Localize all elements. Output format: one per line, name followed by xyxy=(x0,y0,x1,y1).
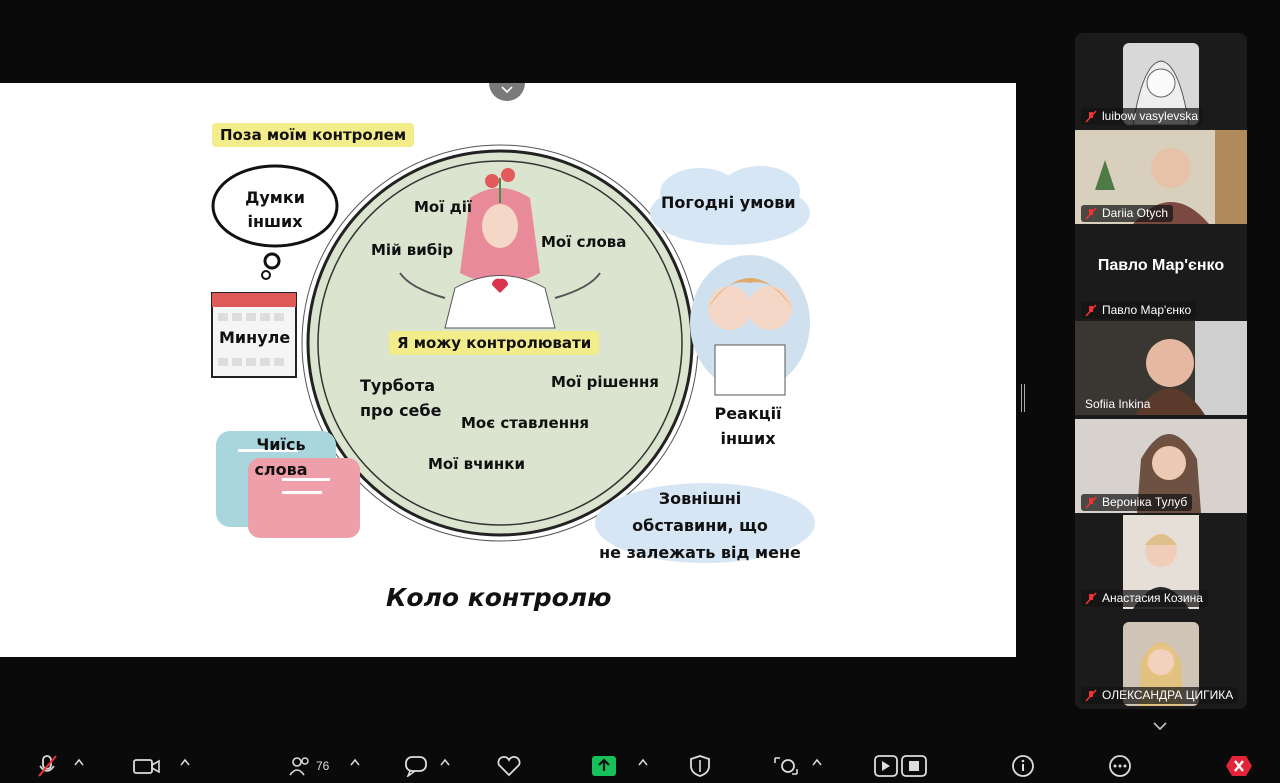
participant-tile[interactable]: Вероніка Тулуб xyxy=(1075,419,1247,513)
mic-muted-icon xyxy=(1085,206,1097,220)
camera-icon xyxy=(133,759,160,774)
mic-muted-icon xyxy=(1085,109,1097,123)
chat-icon xyxy=(405,756,427,777)
participant-video xyxy=(1075,321,1247,415)
my-deeds-text: Мої вчинки xyxy=(428,455,525,473)
participant-name: luibow vasylevska xyxy=(1081,108,1204,125)
chevron-up-icon[interactable] xyxy=(350,758,360,766)
chevron-down-icon xyxy=(501,86,513,94)
participants-icon xyxy=(289,757,309,776)
share-screen-icon xyxy=(592,756,616,776)
security-icon xyxy=(690,755,710,777)
past-text: Минуле xyxy=(219,328,291,347)
weather-text: Погодні умови xyxy=(661,193,796,212)
mic-muted-icon xyxy=(1085,688,1097,702)
participant-tile[interactable]: Анастасия Козина xyxy=(1075,515,1247,609)
participant-tile[interactable]: Dariia Otych xyxy=(1075,130,1247,224)
leave-icon xyxy=(1226,756,1252,776)
mic-muted-icon xyxy=(38,755,57,777)
chevron-up-icon[interactable] xyxy=(74,758,84,766)
participant-tile-active-speaker[interactable]: Sofiia Inkina xyxy=(1075,321,1247,415)
my-choice-text: Мій вибір xyxy=(371,241,454,259)
security-button[interactable] xyxy=(689,754,711,778)
participant-name: Dariia Otych xyxy=(1081,205,1174,222)
participants-button[interactable]: 76 xyxy=(288,754,329,778)
mic-muted-icon xyxy=(1085,591,1097,605)
more-button[interactable] xyxy=(1107,754,1133,778)
my-words-text: Мої слова xyxy=(541,233,627,251)
chevron-up-icon[interactable] xyxy=(180,758,190,766)
reactions-icon xyxy=(497,756,521,777)
chat-button[interactable] xyxy=(404,754,430,778)
leave-button[interactable] xyxy=(1225,754,1253,778)
record-button[interactable] xyxy=(874,754,928,778)
info-icon xyxy=(1012,755,1034,777)
participant-name: Анастасия Козина xyxy=(1081,590,1208,607)
chevron-up-icon[interactable] xyxy=(812,758,822,766)
slide-title: Коло контролю xyxy=(386,583,612,612)
panel-resize-handle[interactable] xyxy=(1021,384,1025,412)
mic-muted-icon xyxy=(1085,303,1097,317)
mute-button[interactable] xyxy=(36,754,58,778)
reactions-button[interactable] xyxy=(496,754,522,778)
mic-muted-icon xyxy=(1085,495,1097,509)
participant-tile[interactable]: ОЛЕКСАНДРА ЦИГИКА xyxy=(1075,612,1247,706)
meeting-toolbar: 76 xyxy=(0,748,1280,783)
record-icon xyxy=(874,755,927,777)
participant-display-name: Павло Мар'єнко xyxy=(1097,257,1225,274)
chevron-down-icon xyxy=(1153,722,1167,731)
my-decisions-text: Мої рішення xyxy=(551,373,659,391)
my-attitude-text: Моє ставлення xyxy=(461,414,590,432)
chevron-up-icon[interactable] xyxy=(440,758,450,766)
participants-count: 76 xyxy=(316,759,330,773)
share-screen-button[interactable] xyxy=(591,754,617,778)
more-icon xyxy=(1109,755,1131,777)
participants-panel: luibow vasylevska Dariia Otych Павло Мар… xyxy=(1075,33,1247,709)
participant-name: Павло Мар'єнко xyxy=(1081,302,1197,319)
chevron-up-icon[interactable] xyxy=(638,758,648,766)
scroll-down-button[interactable] xyxy=(1150,716,1170,736)
apps-button[interactable] xyxy=(773,754,799,778)
participant-name: Sofiia Inkina xyxy=(1085,397,1151,411)
participant-name: Вероніка Тулуб xyxy=(1081,494,1193,511)
collapse-share-button[interactable] xyxy=(489,83,525,101)
video-button[interactable] xyxy=(133,754,161,778)
participant-tile[interactable]: Павло Мар'єнко Павло Мар'єнко xyxy=(1075,227,1247,321)
info-button[interactable] xyxy=(1011,754,1035,778)
outside-control-label: Поза моїм контролем xyxy=(212,123,415,147)
shared-screen: Поза моїм контролем Я можу контролювати … xyxy=(0,83,1016,657)
participant-name: ОЛЕКСАНДРА ЦИГИКА xyxy=(1081,687,1239,704)
inside-control-label: Я можу контролювати xyxy=(389,331,600,355)
slide-artwork xyxy=(211,144,815,563)
apps-icon xyxy=(774,757,798,775)
my-actions-text: Мої дії xyxy=(414,198,472,216)
participant-tile[interactable]: luibow vasylevska xyxy=(1075,33,1247,127)
